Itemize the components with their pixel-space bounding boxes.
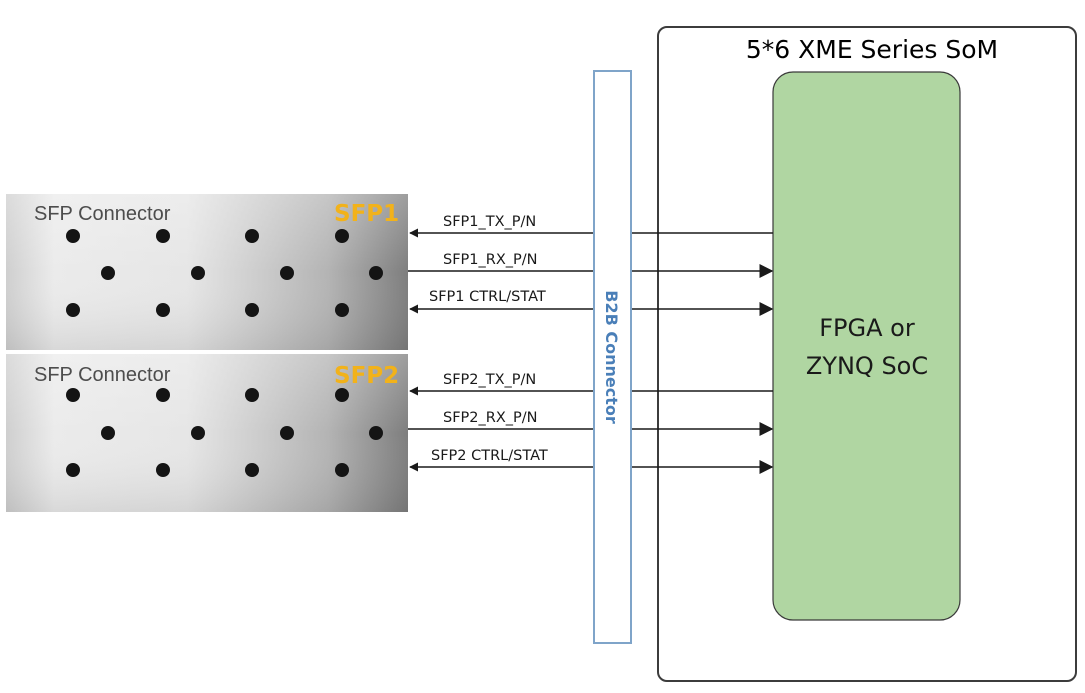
pin [156, 303, 170, 317]
sfp1-connector-label: SFP Connector [34, 203, 171, 225]
pin [66, 229, 80, 243]
pin [245, 388, 259, 402]
som-title: 5*6 XME Series SoM [746, 35, 998, 64]
sfp1-tag: SFP1 [334, 201, 399, 227]
b2b-connector [593, 70, 632, 644]
sfp2-tx-label: SFP2_TX_P/N [443, 372, 536, 388]
sfp1-signals: SFP1_TX_P/N SFP1_RX_P/N SFP1 CTRL/STAT [408, 214, 774, 316]
pin [101, 426, 115, 440]
pin [335, 303, 349, 317]
sfp2-shade [6, 354, 408, 512]
fpga-label-line2: ZYNQ SoC [806, 352, 928, 380]
fpga-block [772, 71, 961, 621]
pin [280, 426, 294, 440]
pin [245, 229, 259, 243]
pin [156, 463, 170, 477]
pin [335, 463, 349, 477]
pin [335, 229, 349, 243]
sfp2-rx-label: SFP2_RX_P/N [443, 410, 538, 426]
sfp1-pins [66, 229, 383, 317]
pin [66, 303, 80, 317]
sfp2-signals: SFP2_TX_P/N SFP2_RX_P/N SFP2 CTRL/STAT [408, 372, 774, 474]
pin [191, 266, 205, 280]
sfp1-tx-label: SFP1_TX_P/N [443, 214, 536, 230]
fpga-label-line1: FPGA or [819, 314, 915, 342]
sfp2-connector: SFP Connector SFP2 [6, 354, 408, 512]
pin [191, 426, 205, 440]
sfp2-tag: SFP2 [334, 363, 399, 389]
pin [335, 388, 349, 402]
pin [245, 303, 259, 317]
sfp1-rx-label: SFP1_RX_P/N [443, 252, 538, 268]
sfp2-pins [66, 388, 383, 477]
pin [101, 266, 115, 280]
pin [280, 266, 294, 280]
pin [156, 229, 170, 243]
pin [66, 388, 80, 402]
b2b-connector-label: B2B Connector [602, 290, 621, 424]
sfp1-ctrl-label: SFP1 CTRL/STAT [429, 289, 546, 305]
sfp2-ctrl-label: SFP2 CTRL/STAT [431, 448, 548, 464]
pin [369, 266, 383, 280]
pin [245, 463, 259, 477]
sfp1-connector: SFP Connector SFP1 [6, 194, 408, 350]
sfp2-connector-label: SFP Connector [34, 364, 171, 386]
pin [66, 463, 80, 477]
pin [156, 388, 170, 402]
pin [369, 426, 383, 440]
sfp1-shade [6, 194, 408, 350]
